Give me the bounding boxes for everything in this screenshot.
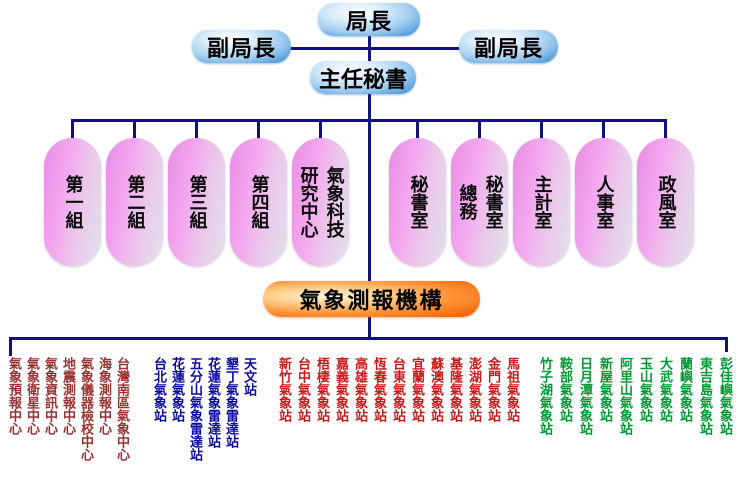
division-connector <box>416 119 419 140</box>
division-pill[interactable]: 秘書室 總務 <box>451 138 508 266</box>
station-label[interactable]: 氣象衛星中心 <box>24 357 39 435</box>
division-pill[interactable]: 第一組 <box>44 138 101 266</box>
station-label[interactable]: 彭佳嶼氣象站 <box>717 357 732 435</box>
station-label[interactable]: 高雄氣象站 <box>352 357 367 422</box>
station-label[interactable]: 恆春氣象站 <box>371 357 386 422</box>
division-pill[interactable]: 第四組 <box>230 138 287 266</box>
station-label[interactable]: 台東氣象站 <box>390 357 405 422</box>
node-deputy-director-right[interactable]: 副局長 <box>459 30 558 63</box>
station-label[interactable]: 天文站 <box>241 357 256 396</box>
station-label[interactable]: 基隆氣象站 <box>447 357 462 422</box>
station-label[interactable]: 新竹氣象站 <box>276 357 291 422</box>
division-pill[interactable]: 氣象科技 研究中心 <box>292 138 349 266</box>
division-connector <box>319 119 322 140</box>
station-label[interactable]: 玉山氣象站 <box>637 357 652 422</box>
station-label[interactable]: 東吉島氣象站 <box>697 357 712 435</box>
station-label[interactable]: 氣象儀器檢校中心 <box>78 357 93 461</box>
division-connector <box>71 119 74 140</box>
division-connector <box>195 119 198 140</box>
station-label[interactable]: 花蓮氣象雷達站 <box>205 357 220 448</box>
station-label[interactable]: 氣象資訊中心 <box>42 357 57 435</box>
station-label[interactable]: 宜蘭氣象站 <box>409 357 424 422</box>
station-label[interactable]: 金門氣象站 <box>485 357 500 422</box>
division-connector <box>257 119 260 140</box>
node-chief-secretary[interactable]: 主任秘書 <box>310 61 416 94</box>
connector-director-secretary-line <box>368 30 371 65</box>
node-director[interactable]: 局長 <box>318 3 420 36</box>
station-label[interactable]: 新屋氣象站 <box>597 357 612 422</box>
station-label[interactable]: 海象測報中心 <box>96 357 111 435</box>
division-connector <box>478 119 481 140</box>
station-label[interactable]: 台中氣象站 <box>295 357 310 422</box>
division-connector <box>133 119 136 140</box>
division-pill[interactable]: 人事室 <box>575 138 632 266</box>
station-label[interactable]: 墾丁氣象雷達站 <box>223 357 238 448</box>
station-label[interactable]: 日月潭氣象站 <box>577 357 592 435</box>
division-pill[interactable]: 秘書室 <box>389 138 446 266</box>
division-pill[interactable]: 政風室 <box>637 138 694 266</box>
connector-orange-bus-line <box>368 312 371 340</box>
station-label[interactable]: 蘭嶼氣象站 <box>677 357 692 422</box>
station-label[interactable]: 蘇澳氣象站 <box>428 357 443 422</box>
station-group-weather-stations: 新竹氣象站台中氣象站梧棲氣象站嘉義氣象站高雄氣象站恆春氣象站台東氣象站宜蘭氣象站… <box>276 357 519 422</box>
station-label[interactable]: 阿里山氣象站 <box>617 357 632 435</box>
division-connector <box>664 119 667 140</box>
station-label[interactable]: 嘉義氣象站 <box>333 357 348 422</box>
station-bus-right-drop <box>725 337 728 352</box>
station-label[interactable]: 台灣南區氣象中心 <box>114 357 129 461</box>
division-connector <box>540 119 543 140</box>
station-bus-line <box>9 337 728 340</box>
station-label[interactable]: 鞍部氣象站 <box>557 357 572 422</box>
station-label[interactable]: 大武氣象站 <box>657 357 672 422</box>
station-label[interactable]: 竹子湖氣象站 <box>537 357 552 435</box>
division-connector <box>602 119 605 140</box>
station-label[interactable]: 馬祖氣象站 <box>504 357 519 422</box>
station-label[interactable]: 五分山氣象雷達站 <box>187 357 202 461</box>
station-label[interactable]: 台北氣象站 <box>151 357 166 422</box>
division-pill[interactable]: 第二組 <box>106 138 163 266</box>
division-row: 第一組第二組第三組第四組氣象科技 研究中心秘書室秘書室 總務主計室人事室政風室 <box>44 138 704 266</box>
station-label[interactable]: 梧棲氣象站 <box>314 357 329 422</box>
node-deputy-director-left[interactable]: 副局長 <box>192 30 291 63</box>
division-pill[interactable]: 主計室 <box>513 138 570 266</box>
station-label[interactable]: 氣象預報中心 <box>6 357 21 435</box>
station-group-mountain-island: 竹子湖氣象站鞍部氣象站日月潭氣象站新屋氣象站阿里山氣象站玉山氣象站大武氣象站蘭嶼… <box>537 357 732 435</box>
connector-secretary-bus-line <box>368 92 371 285</box>
station-bus-left-drop <box>9 337 12 356</box>
division-pill[interactable]: 第三組 <box>168 138 225 266</box>
station-group-centers: 氣象預報中心氣象衛星中心氣象資訊中心地震測報中心氣象儀器檢校中心海象測報中心台灣… <box>6 357 129 461</box>
station-label[interactable]: 澎湖氣象站 <box>466 357 481 422</box>
station-label[interactable]: 地震測報中心 <box>60 357 75 435</box>
station-label[interactable]: 花蓮氣象站 <box>169 357 184 422</box>
station-group-stations-radar: 台北氣象站花蓮氣象站五分山氣象雷達站花蓮氣象雷達站墾丁氣象雷達站天文站 <box>151 357 256 461</box>
node-observation-org[interactable]: 氣象測報機構 <box>263 281 480 317</box>
division-bus-line <box>71 119 667 122</box>
